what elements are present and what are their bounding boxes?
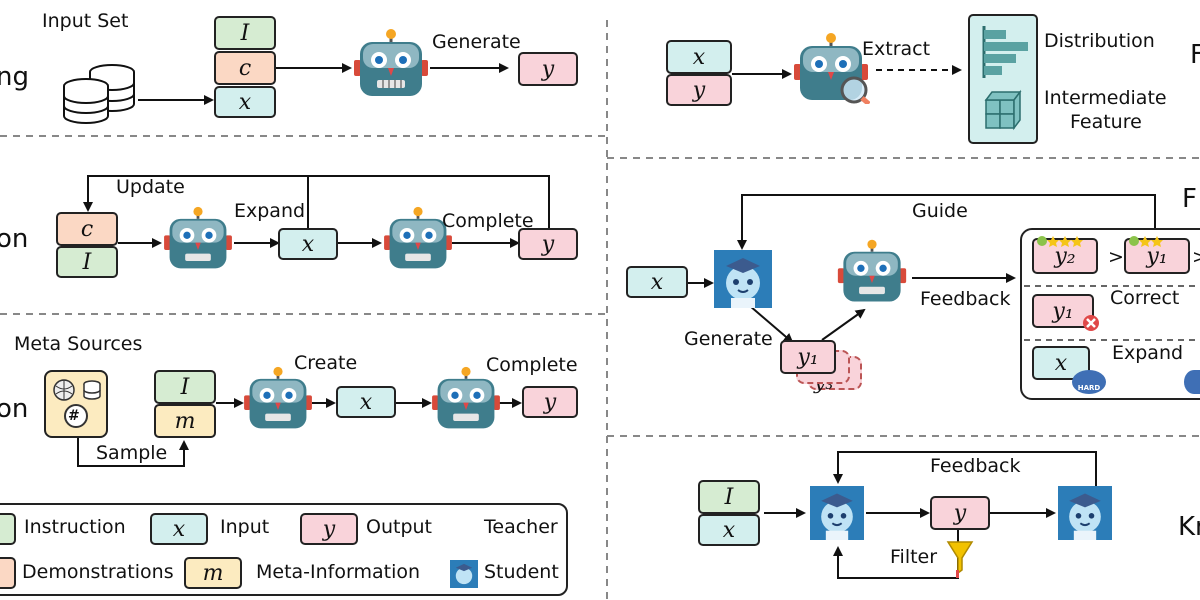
output-box: y₁ bbox=[780, 340, 836, 374]
create-label: Create bbox=[294, 352, 358, 374]
input-box: x bbox=[626, 266, 688, 298]
section-dividers bbox=[0, 20, 1200, 600]
teacher-robot-icon bbox=[354, 29, 428, 96]
demonstrations-box: c bbox=[214, 51, 276, 85]
demonstrations-box: c bbox=[56, 212, 118, 246]
generate-label: Generate bbox=[432, 31, 521, 53]
extract-label: Extract bbox=[862, 38, 931, 60]
arrow-feedback-loop bbox=[833, 451, 1097, 512]
sample-label: Sample bbox=[96, 442, 168, 464]
legend-output-label: Output bbox=[366, 516, 432, 538]
update-label: Update bbox=[116, 176, 185, 198]
input-box: x bbox=[278, 228, 338, 260]
output-box: y bbox=[522, 386, 578, 418]
cut-label: F bbox=[1182, 184, 1197, 214]
cut-label: on bbox=[0, 224, 29, 254]
instruction-box: I bbox=[698, 480, 760, 514]
arrow-sample bbox=[77, 438, 189, 467]
cut-label: ng bbox=[0, 62, 29, 92]
intermediate-label: Intermediate bbox=[1044, 87, 1167, 109]
rating-stars-icon bbox=[1129, 236, 1163, 247]
teacher-robot-magnifier-icon bbox=[794, 33, 870, 104]
cut-label: Kn bbox=[1178, 512, 1200, 542]
hard-badge-partial bbox=[1184, 370, 1200, 394]
guide-label: Guide bbox=[912, 200, 968, 222]
feature-label: Feature bbox=[1070, 111, 1142, 133]
hard-badge: HARD bbox=[1072, 370, 1106, 394]
meta-sources-box: # bbox=[44, 370, 108, 438]
cut-label: F bbox=[1190, 40, 1200, 70]
database-icon bbox=[63, 64, 135, 124]
legend-input-swatch: x bbox=[150, 513, 208, 545]
instruction-box: I bbox=[56, 246, 118, 278]
filter-label: Filter bbox=[890, 546, 938, 568]
instruction-box: I bbox=[154, 370, 216, 404]
complete-label: Complete bbox=[442, 210, 534, 232]
legend-student-icon bbox=[450, 560, 478, 588]
student-icon bbox=[810, 486, 864, 540]
output-box: y bbox=[930, 496, 990, 530]
greater-than: > bbox=[1108, 246, 1124, 268]
legend-demonstrations-swatch bbox=[0, 557, 16, 589]
cut-label: on bbox=[0, 394, 29, 424]
legend-student-label: Student bbox=[484, 561, 559, 583]
meta-information-box: m bbox=[154, 404, 216, 438]
expand-label: Expand bbox=[1112, 342, 1184, 364]
teacher-robot-icon bbox=[244, 366, 312, 429]
input-box: x bbox=[1032, 346, 1090, 380]
rating-stars-icon bbox=[1037, 236, 1083, 247]
input-set-label: Input Set bbox=[42, 10, 129, 32]
legend-input-label: Input bbox=[220, 516, 270, 538]
arrow-y-to-teacher bbox=[821, 308, 866, 341]
student-icon bbox=[714, 250, 772, 308]
divider bbox=[1024, 285, 1200, 287]
legend-meta-swatch: m bbox=[184, 557, 242, 589]
hashtag-icon: # bbox=[68, 408, 80, 424]
legend-teacher-label: Teacher bbox=[484, 516, 558, 538]
arrow-update bbox=[83, 175, 550, 230]
complete-label: Complete bbox=[486, 354, 578, 376]
output-box: y bbox=[666, 74, 732, 106]
instruction-box: I bbox=[214, 16, 276, 50]
arrow-guide bbox=[737, 194, 1156, 250]
distribution-chart-icon bbox=[982, 26, 1028, 131]
input-box: x bbox=[336, 386, 396, 418]
distribution-label: Distribution bbox=[1044, 30, 1155, 52]
student-icon bbox=[1058, 486, 1112, 540]
legend-instruction-label: Instruction bbox=[24, 516, 126, 538]
correct-label: Correct bbox=[1110, 287, 1180, 309]
teacher-robot-icon bbox=[164, 206, 232, 269]
greater-than: > bbox=[1192, 246, 1200, 268]
arrow-student-to-y bbox=[749, 305, 794, 344]
distribution-panel bbox=[968, 14, 1038, 144]
input-box: x bbox=[698, 514, 760, 546]
wikipedia-globe-icon bbox=[53, 379, 101, 428]
input-box: x bbox=[214, 86, 276, 118]
legend-demonstrations-label: Demonstrations bbox=[22, 561, 174, 583]
feedback-label: Feedback bbox=[920, 288, 1011, 310]
error-x-icon bbox=[1083, 315, 1099, 331]
legend-instruction-swatch bbox=[0, 513, 16, 545]
teacher-robot-icon bbox=[837, 239, 907, 302]
output-box: y bbox=[518, 228, 578, 260]
meta-sources-label: Meta Sources bbox=[14, 333, 143, 355]
divider bbox=[1024, 339, 1200, 341]
feedback-label: Feedback bbox=[930, 455, 1021, 477]
legend-meta-label: Meta-Information bbox=[256, 561, 421, 583]
teacher-robot-icon bbox=[432, 366, 500, 429]
filter-funnel-icon bbox=[946, 541, 974, 578]
teacher-robot-icon bbox=[384, 206, 452, 269]
legend-output-swatch: y bbox=[300, 513, 358, 545]
generate-label: Generate bbox=[684, 328, 773, 350]
expand-label: Expand bbox=[234, 200, 306, 222]
input-box: x bbox=[666, 40, 732, 74]
output-box: y bbox=[518, 52, 578, 86]
